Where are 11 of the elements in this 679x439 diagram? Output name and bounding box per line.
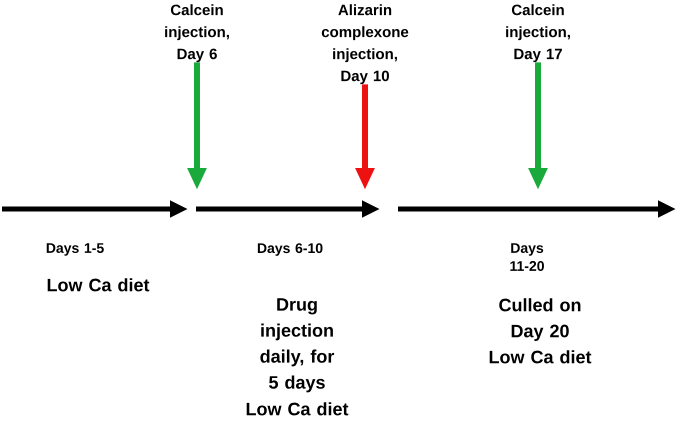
description-text: Drug injection daily, for 5 days: [260, 298, 334, 392]
annotation-text: Alizarin complexone injection, Day 10: [322, 4, 408, 84]
period-label: Days 6-10: [258, 243, 322, 256]
period-label: Days 11-20: [510, 243, 544, 271]
annotation-text: Calcein injection, Day 17: [506, 4, 570, 62]
description-text: Low Ca diet: [246, 402, 348, 416]
description-text: Culled on Day 20: [499, 298, 580, 341]
period-label: Days 1-5: [46, 243, 104, 256]
description-text: Low Ca diet: [490, 350, 592, 364]
description-text: Low Ca diet: [48, 278, 150, 292]
annotation-text: Calcein injection, Day 6: [165, 4, 229, 62]
